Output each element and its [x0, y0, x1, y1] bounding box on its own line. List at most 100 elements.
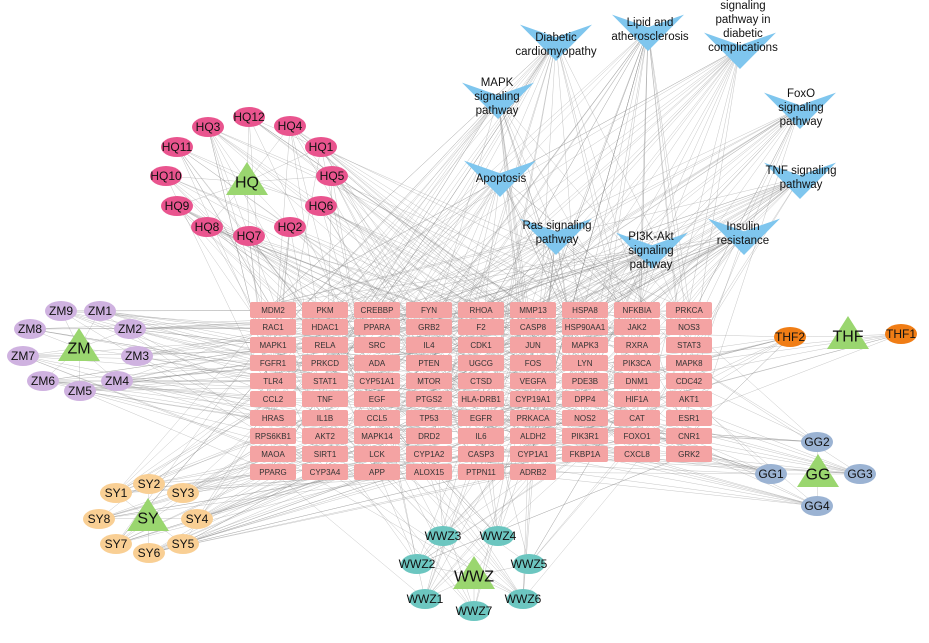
ingredient-node-hq12 — [233, 107, 265, 127]
target-label-pik3r1: PIK3R1 — [571, 432, 599, 441]
target-box-mapk3 — [562, 337, 608, 353]
target-box-mdm2 — [250, 302, 296, 318]
ingredient-node-hq8 — [191, 217, 223, 237]
herb-hub-label-hq: HQ — [235, 175, 259, 192]
target-box-prkaca — [510, 410, 556, 426]
target-label-hsp90aa1: HSP90AA1 — [565, 323, 606, 332]
target-label-akt2: AKT2 — [315, 432, 336, 441]
edge — [480, 47, 741, 431]
target-box-ccl2 — [250, 391, 296, 407]
target-box-rela — [302, 337, 348, 353]
edge — [324, 29, 649, 340]
edge — [324, 336, 791, 455]
ingredient-label-zm9: ZM9 — [49, 304, 73, 318]
ingredient-node-zm2 — [114, 319, 146, 339]
target-box-foxo1 — [614, 428, 660, 444]
edge — [428, 177, 801, 305]
target-label-cdk1: CDK1 — [470, 341, 492, 350]
edge — [324, 417, 475, 612]
target-label-maoa: MAOA — [261, 450, 285, 459]
target-label-vegfa: VEGFA — [520, 377, 547, 386]
ingredient-label-zm3: ZM3 — [125, 349, 149, 363]
target-label-mapk8: MAPK8 — [675, 359, 703, 368]
ingredient-node-gg3 — [844, 464, 876, 484]
edge — [428, 453, 818, 507]
target-label-ctsd: CTSD — [470, 377, 492, 386]
pathway-label-mapk: MAPK — [481, 77, 514, 89]
target-box-cat — [614, 410, 660, 426]
target-label-pde3b: PDE3B — [572, 377, 598, 386]
edge — [442, 471, 534, 537]
target-box-grb2 — [406, 319, 452, 335]
ingredient-label-gg4: GG4 — [804, 499, 830, 513]
target-box-ctsd — [458, 373, 504, 389]
target-label-casp3: CASP3 — [468, 450, 495, 459]
target-label-jun: JUN — [525, 341, 541, 350]
edge — [272, 471, 426, 600]
target-box-ptpn11 — [458, 464, 504, 480]
target-box-src — [354, 337, 400, 353]
edge — [324, 47, 741, 322]
ingredient-node-gg2 — [801, 432, 833, 452]
edge — [99, 310, 326, 473]
edge — [428, 233, 745, 358]
target-label-lck: LCK — [369, 450, 385, 459]
ingredient-label-hq7: HQ7 — [237, 229, 262, 243]
target-label-mtor: MTOR — [417, 377, 441, 386]
target-label-ada: ADA — [369, 359, 386, 368]
edge — [688, 362, 861, 475]
target-box-app — [354, 464, 400, 480]
target-label-stat3: STAT3 — [677, 341, 701, 350]
edge — [428, 47, 741, 394]
target-label-tlr4: TLR4 — [263, 377, 283, 386]
herb-hub-label-thf: THF — [832, 329, 863, 346]
ingredient-label-sy3: SY3 — [172, 486, 195, 500]
target-label-pparg: PPARG — [259, 468, 286, 477]
ingredient-label-wwz2: WWZ2 — [399, 557, 436, 571]
edge — [22, 355, 274, 455]
ingredient-label-gg3: GG3 — [847, 467, 873, 481]
target-box-maoa — [250, 446, 296, 462]
target-box-il6 — [458, 428, 504, 444]
ingredient-node-wwz3 — [427, 526, 459, 546]
target-box-mapk1 — [250, 337, 296, 353]
edge — [428, 47, 741, 322]
target-box-mapk14 — [354, 428, 400, 444]
target-box-rxra — [614, 337, 660, 353]
ingredient-label-thf1: THF1 — [886, 327, 916, 341]
edge — [376, 233, 557, 305]
pathway-label-foxo: pathway — [780, 116, 823, 128]
target-box-dpp4 — [562, 391, 608, 407]
target-box-drd2 — [406, 428, 452, 444]
pathway-label-apop: Apoptosis — [476, 173, 527, 185]
target-label-hla-drb1: HLA-DRB1 — [461, 395, 501, 404]
target-label-fos: FOS — [525, 359, 541, 368]
ingredient-label-hq12: HQ12 — [233, 110, 265, 124]
edge — [428, 333, 902, 382]
herb-hub-sy — [127, 498, 169, 531]
edge — [324, 177, 801, 358]
target-label-lyn: LYN — [578, 359, 593, 368]
pathway-label-pi3k: PI3K-Akt — [628, 231, 674, 243]
edge — [522, 326, 534, 600]
target-label-mmp13: MMP13 — [519, 306, 547, 315]
target-label-pik3ca: PIK3CA — [623, 359, 652, 368]
herb-hub-label-sy: SY — [137, 511, 159, 528]
edge — [416, 453, 690, 565]
target-label-ppara: PPARA — [364, 323, 391, 332]
edge — [60, 310, 326, 473]
target-box-aldh2 — [510, 428, 556, 444]
target-box-cxcl8 — [614, 446, 660, 462]
target-label-prkaca: PRKACA — [517, 414, 551, 423]
edge — [115, 344, 274, 494]
pathway-label-ls: atherosclerosis — [611, 31, 689, 43]
edge — [79, 390, 274, 473]
target-label-rxra: RXRA — [626, 341, 649, 350]
pathway-label-ras: pathway — [536, 234, 579, 246]
pathway-node-age — [704, 32, 776, 69]
herb-hub-label-zm: ZM — [67, 341, 90, 358]
target-box-mtor — [406, 373, 452, 389]
target-label-ugcg: UGCG — [469, 359, 493, 368]
edge — [497, 97, 586, 305]
